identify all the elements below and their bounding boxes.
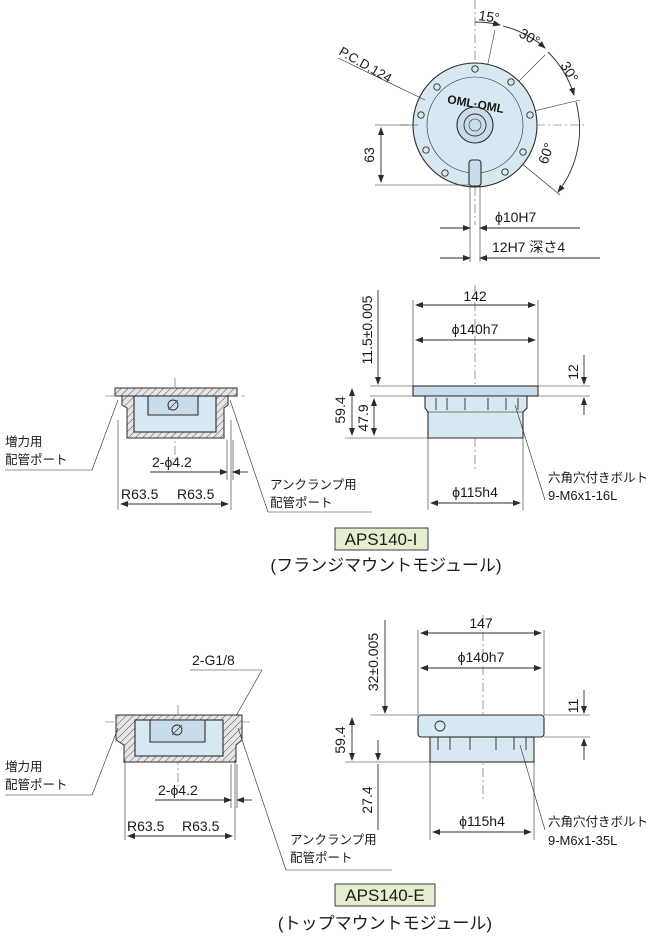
angle-15: 15° [478,7,501,26]
model-label-i: APS140-I [345,530,418,549]
caption-e: (トップマウントモジュール) [278,914,492,933]
port-left-1-e: 増力用 [5,760,43,774]
dim-140h7: ϕ140h7 [452,321,499,337]
r-right-e: R63.5 [182,818,220,834]
port-right-2: 配管ポート [270,495,333,510]
port-left-2: 配管ポート [5,452,68,467]
dim-hole-i: 2-ϕ4.2 [152,454,192,470]
caption-i: (フランジマウントモジュール) [270,556,501,575]
r-right-i: R63.5 [177,486,215,502]
model-label-box-i [334,527,429,551]
pcd-label: P.C.D.124 [337,44,395,86]
dim-59-4-e: 59.4 [332,726,348,753]
dim-32: 32±0.005 [365,633,381,692]
dim-142: 142 [463,288,487,304]
dim-11-5: 11.5±0.005 [359,295,375,364]
bolt-label-1: 六角穴付きボルト [548,470,648,485]
model-label-e: APS140-E [345,886,424,905]
dim-147: 147 [469,615,493,631]
model-label-box-e [334,883,436,907]
angle-30-a: 30° [517,25,543,49]
thread-label: 2-G1/8 [192,652,235,668]
dim-bore: ϕ10H7 [495,209,537,225]
dim-59-4: 59.4 [332,396,348,423]
port-right-1: アンクランプ用 [270,478,357,492]
port-right-2-e: 配管ポート [290,850,353,865]
bolt-label-1-e: 六角穴付きボルト [548,814,648,829]
dim-115h4-e: ϕ115h4 [459,813,505,829]
dim-11: 11 [565,699,581,714]
port-left-1: 増力用 [5,435,43,449]
center-bore [456,106,494,144]
bolt-label-2-e: 9-M6x1-35L [548,833,617,848]
dim-63: 63 [361,147,377,163]
angle-30-b: 30° [557,59,581,85]
aps140i-section-view: 増力用 配管ポート アンクランプ用 配管ポート 2-ϕ4.2 R63.5 R63… [5,378,372,513]
top-view: OML·OML P.C.D.124 15° 30° 30° 60° 63 ϕ10… [337,0,600,262]
port-left-2-e: 配管ポート [5,777,68,792]
dim-12: 12 [565,364,581,380]
port-right-1-e: アンクランプ用 [290,833,377,847]
r-left-i: R63.5 [121,486,159,502]
r-left-e: R63.5 [127,818,165,834]
dim-27-4: 27.4 [359,786,375,813]
bolt-holes [417,65,534,177]
angle-60: 60° [535,141,557,166]
dim-115h4: ϕ115h4 [452,484,498,500]
dim-140h7-e: ϕ140h7 [458,649,505,665]
dim-47-9: 47.9 [355,404,371,431]
aps140e-section-view: 2-G1/8 増力用 配管ポート アンクランプ用 配管ポート 2-ϕ4.2 R6… [5,652,392,871]
key-slot [468,159,482,187]
dim-slot: 12H7 深さ4 [492,239,565,255]
aps140i-side-view: 142 ϕ140h7 11.5±0.005 12 59.4 47.9 ϕ115h… [332,285,648,510]
aps140e-side-view: 147 ϕ140h7 32±0.005 11 59.4 27.4 ϕ115h4 … [332,615,648,848]
bolt-label-2: 9-M6x1-16L [548,488,617,503]
dim-hole-e: 2-ϕ4.2 [158,782,198,798]
